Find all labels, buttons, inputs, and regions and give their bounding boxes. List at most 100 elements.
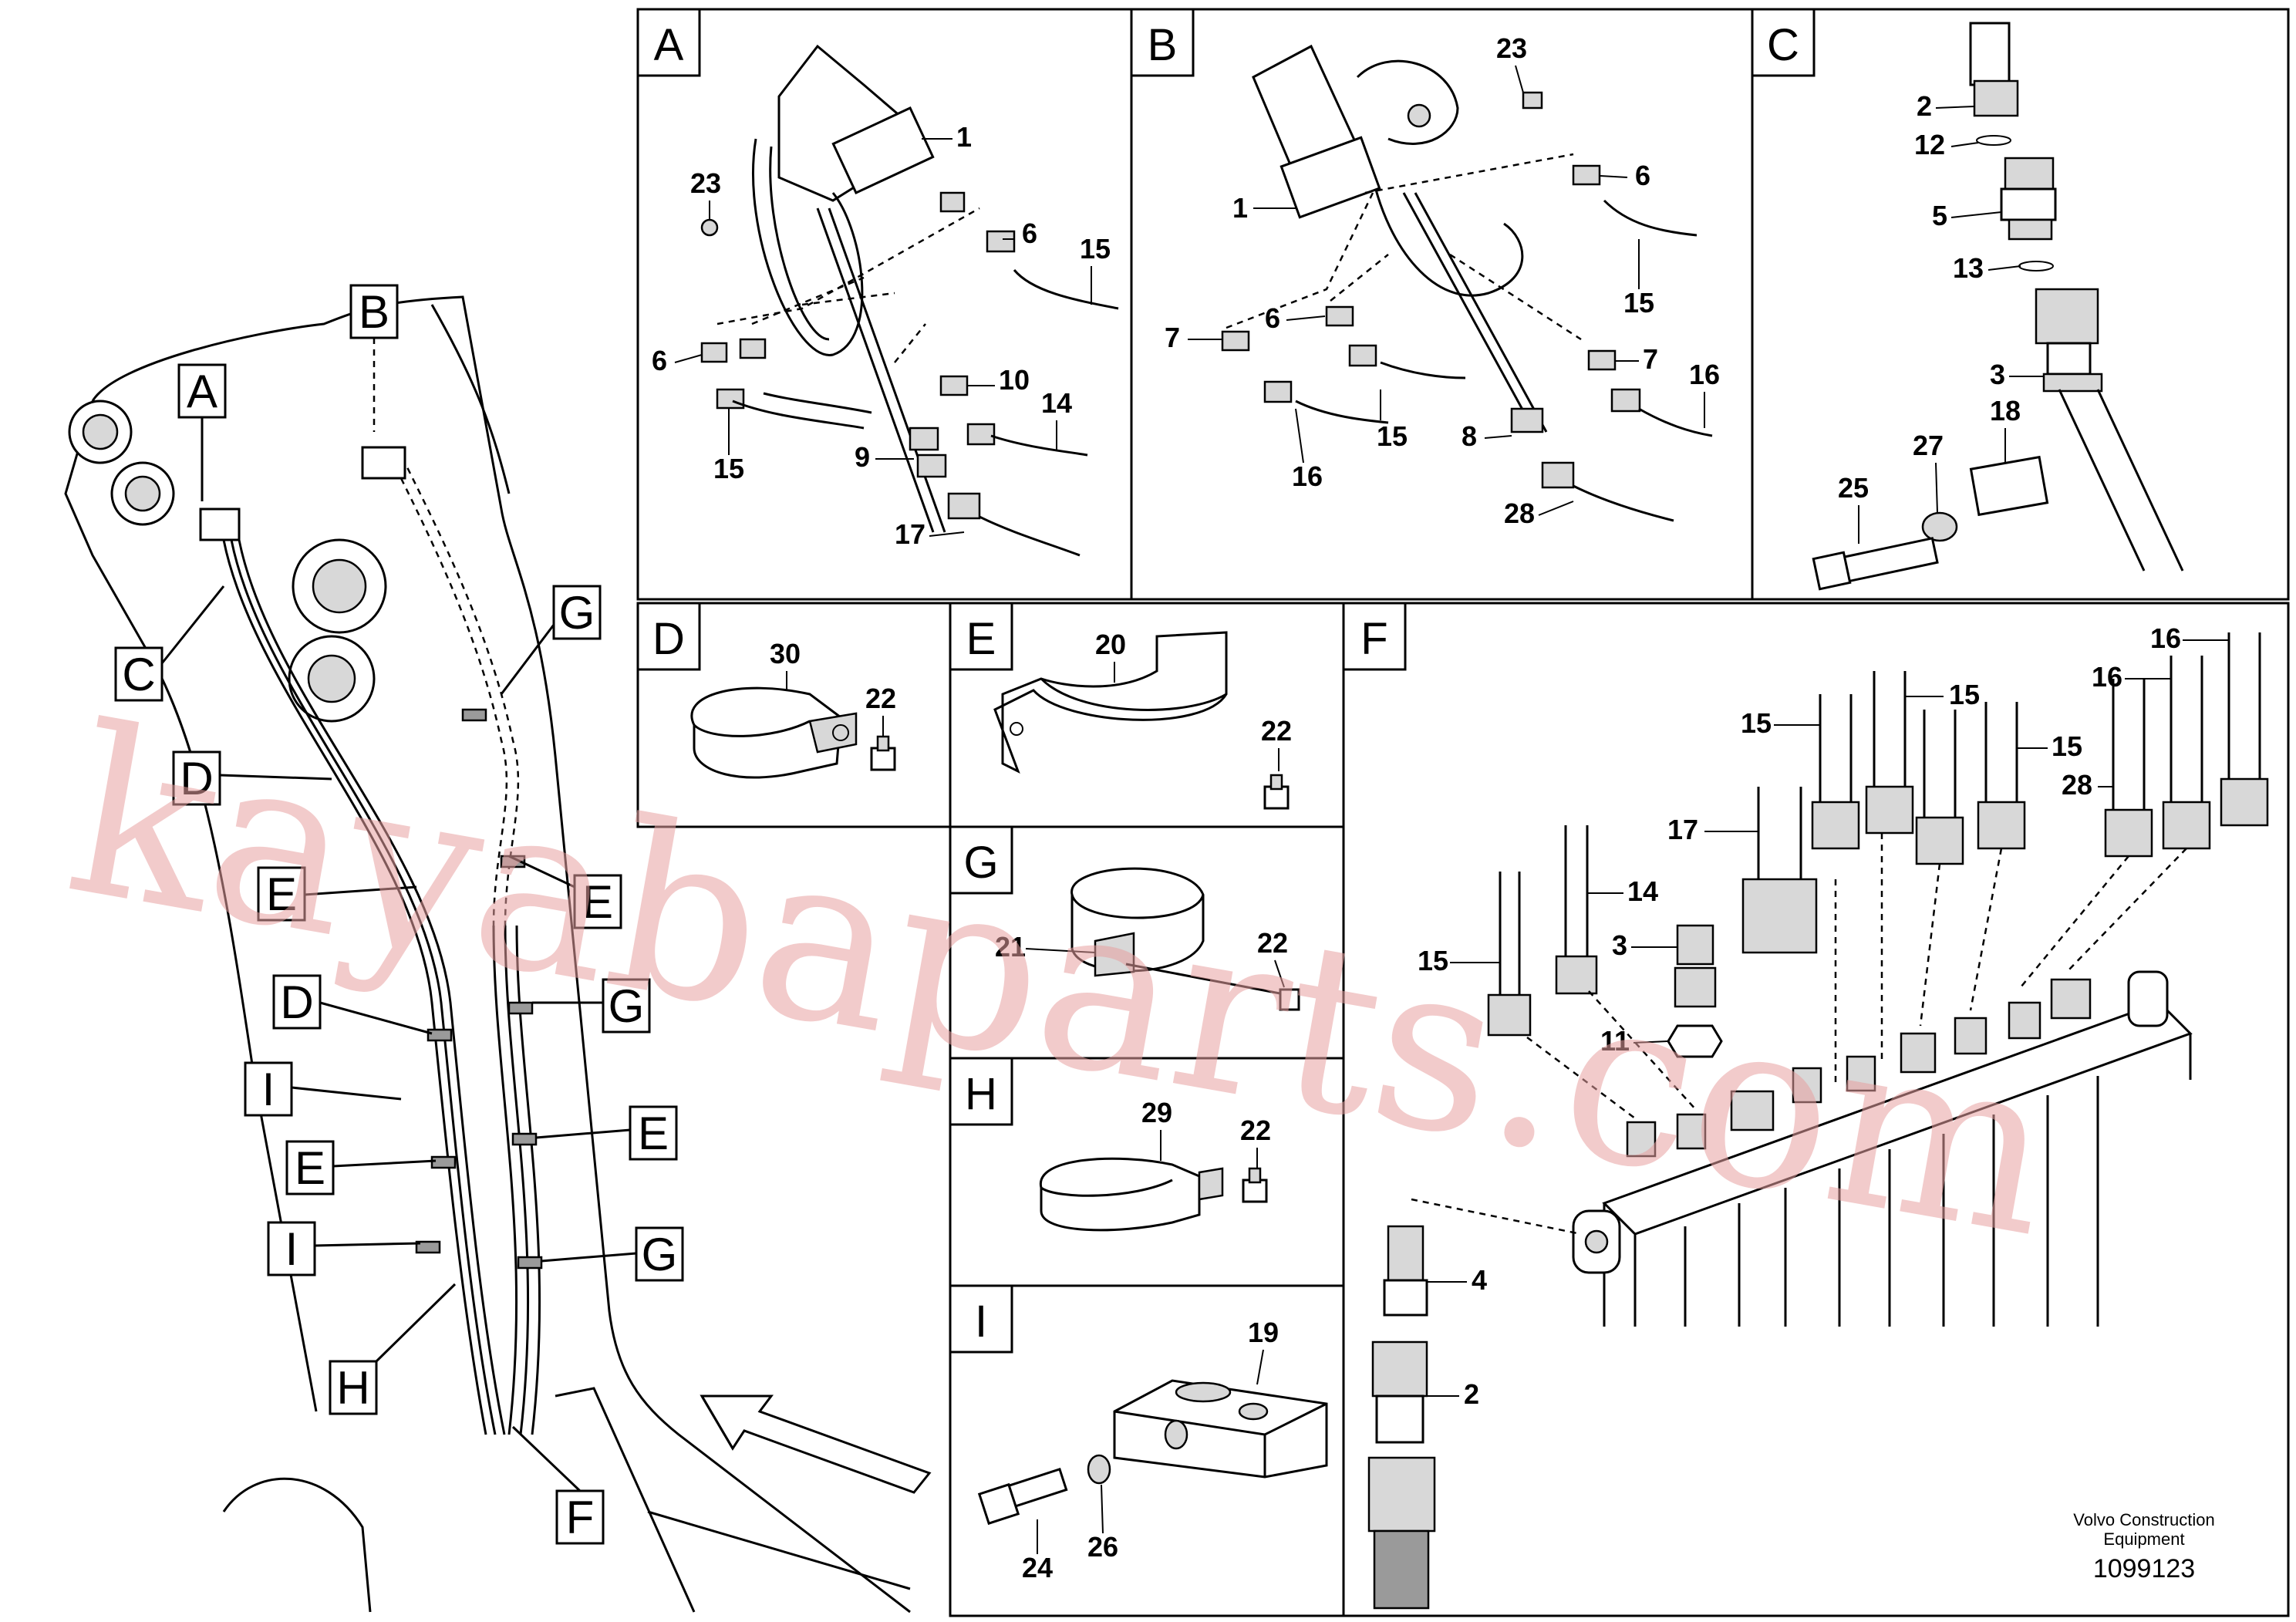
drawing-number: 1099123	[2093, 1554, 2195, 1583]
panel-tag-g: G	[963, 838, 998, 888]
panel-e-drawing	[993, 631, 1290, 810]
panel-f-label-13: 2	[1464, 1378, 1479, 1410]
callout-g-2: G	[609, 980, 645, 1032]
callout-b: B	[359, 286, 389, 338]
panel-a-label-10: 17	[895, 518, 925, 550]
callout-box-a	[177, 363, 227, 419]
panel-f-label-2: 16	[2092, 661, 2122, 693]
callout-d-1: D	[180, 753, 213, 804]
panel-g-label-1: 21	[995, 931, 1026, 963]
panel-d-label-2: 22	[865, 683, 896, 714]
panel-h-label-2: 22	[1240, 1114, 1271, 1146]
panel-i-label-1: 19	[1248, 1317, 1279, 1348]
panel-c-label-7: 27	[1913, 430, 1944, 461]
panel-f-labels: 16 16 15 15 15 28 17 14 15 3 11 4 2	[1418, 622, 2229, 1410]
panel-c-labels: 2 12 5 13 3 18 27 25	[1838, 90, 2044, 544]
panel-a-label-7: 10	[999, 364, 1030, 396]
callout-e-3: E	[295, 1142, 325, 1194]
panel-a-label-6: 15	[713, 453, 744, 484]
callout-i-2: I	[285, 1223, 298, 1275]
panel-g-drawing	[1070, 867, 1300, 1011]
panel-a-label-4: 15	[1080, 233, 1111, 265]
panel-c-label-6: 18	[1990, 395, 2021, 427]
panel-b-label-1: 23	[1496, 32, 1527, 64]
panel-f-label-12: 4	[1472, 1264, 1487, 1296]
panel-f-label-5: 15	[2052, 730, 2082, 762]
callout-g-3: G	[642, 1229, 678, 1280]
panel-g-label-2: 22	[1257, 927, 1288, 959]
panel-d-drawing	[690, 686, 896, 779]
panel-h-drawing	[1040, 1157, 1268, 1232]
panel-f-label-1: 16	[2150, 622, 2181, 654]
panel-b-drawing	[1221, 44, 1713, 522]
panel-a-label-8: 14	[1041, 387, 1072, 419]
panel-a-labels: 1 23 6 15 6 15 10 14 9 17	[652, 121, 1111, 550]
panel-a-label-1: 1	[956, 121, 972, 153]
callout-e-1: E	[266, 868, 297, 920]
callout-e-2: E	[582, 876, 613, 928]
panel-f-label-11: 11	[1600, 1025, 1630, 1057]
panel-b-labels: 23 1 6 15 7 6 15 16 7 16 8 28	[1165, 32, 1720, 529]
panel-f-label-8: 14	[1627, 875, 1658, 907]
overview-callouts: A B C D E E D I E I H F G	[114, 284, 684, 1545]
panel-tag-d: D	[652, 614, 685, 664]
panel-tag-e: E	[966, 614, 996, 664]
panel-tag-i: I	[975, 1297, 987, 1347]
panel-a-label-3: 6	[1022, 218, 1037, 249]
panel-a-label-9: 9	[855, 441, 870, 473]
panel-tag-c: C	[1767, 20, 1799, 70]
panel-i-label-2: 24	[1022, 1552, 1053, 1583]
panel-a-drawing	[700, 44, 1119, 557]
panel-a-label-2: 23	[690, 167, 721, 199]
panel-e-label-1: 20	[1095, 629, 1126, 660]
panel-c-label-3: 5	[1932, 200, 1947, 231]
panel-tag-a: A	[654, 20, 684, 70]
footer: Volvo Construction Equipment 1099123	[2073, 1510, 2214, 1583]
panel-tag-h: H	[965, 1069, 997, 1119]
callout-a: A	[187, 366, 217, 417]
panel-f-label-4: 15	[1949, 679, 1980, 710]
panel-b-label-2: 1	[1232, 192, 1248, 224]
panel-f-label-3: 15	[1741, 707, 1772, 739]
panel-b-label-9: 7	[1643, 343, 1658, 375]
callout-d-2: D	[280, 976, 313, 1028]
callout-e-4: E	[638, 1108, 669, 1159]
panel-i-labels: 19 24 26	[1022, 1317, 1279, 1583]
panel-g-labels: 21 22	[995, 927, 1288, 988]
callout-c: C	[122, 649, 155, 700]
panel-b-label-8: 16	[1292, 460, 1323, 492]
panel-b-label-5: 7	[1165, 322, 1180, 353]
callout-f: F	[566, 1492, 595, 1543]
footer-company-line2: Equipment	[2103, 1529, 2184, 1549]
callout-h: H	[336, 1362, 369, 1414]
panel-e-labels: 20 22	[1095, 629, 1292, 771]
boom-overview	[64, 295, 932, 1614]
panel-i-label-3: 26	[1087, 1531, 1118, 1563]
panel-tag-b: B	[1148, 20, 1178, 70]
panel-h-label-1: 29	[1141, 1097, 1172, 1128]
panel-b-label-10: 16	[1689, 359, 1720, 390]
panel-a-label-5: 6	[652, 345, 667, 376]
panel-b-label-6: 6	[1265, 302, 1280, 334]
panel-c-label-1: 2	[1917, 90, 1932, 122]
panel-f-label-7: 17	[1667, 814, 1698, 845]
panel-f-label-10: 3	[1612, 929, 1627, 961]
panel-b-label-3: 6	[1635, 160, 1650, 191]
panel-d-label-1: 30	[770, 638, 801, 669]
panel-b-label-11: 8	[1462, 420, 1477, 452]
panel-f-drawing	[1367, 632, 2269, 1610]
panel-c-label-4: 13	[1953, 252, 1984, 284]
panel-c-drawing	[1812, 22, 2184, 591]
panel-frames	[636, 8, 2290, 1617]
callout-i-1: I	[262, 1064, 275, 1115]
panel-c-label-8: 25	[1838, 472, 1869, 504]
panel-tag-f: F	[1360, 614, 1387, 664]
callout-g-1: G	[559, 587, 595, 639]
panel-tags: A B C D E F G H I	[636, 8, 1816, 1354]
panel-c-label-2: 12	[1914, 129, 1945, 160]
panel-f-label-9: 15	[1418, 945, 1448, 976]
footer-company: Volvo Construction	[2073, 1510, 2214, 1529]
panel-b-label-7: 15	[1377, 420, 1408, 452]
panel-e-label-2: 22	[1261, 715, 1292, 747]
